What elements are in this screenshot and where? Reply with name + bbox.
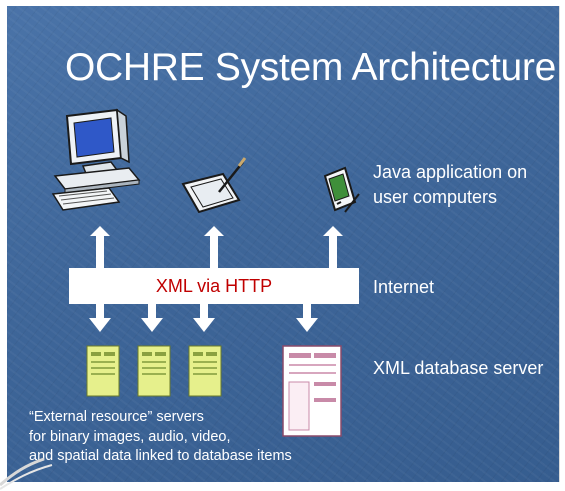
resource-server-icon xyxy=(188,345,222,397)
java-app-label-line1: Java application on xyxy=(373,162,528,182)
slide-title: OCHRE System Architecture xyxy=(65,46,556,89)
resource-server-icon xyxy=(86,345,120,397)
arrow-down xyxy=(89,318,111,332)
arrow-down xyxy=(193,318,215,332)
java-app-label: Java application on user computers xyxy=(373,160,553,210)
slide: OCHRE System Architecture xyxy=(7,6,560,482)
external-servers-label-line1: “External resource” servers xyxy=(29,409,204,425)
arrow-up xyxy=(204,226,224,252)
external-servers-label-line2: for binary images, audio, video, xyxy=(29,428,231,445)
internet-label: Internet xyxy=(373,277,435,297)
arrow-up xyxy=(90,226,110,252)
up-arrows xyxy=(90,226,343,268)
external-servers-label-line3: and spatial data linked to database item… xyxy=(29,448,292,464)
db-server-label: XML database server xyxy=(373,358,544,378)
down-arrows xyxy=(89,304,318,332)
corner-swoosh-decoration xyxy=(0,457,53,490)
resource-server-icon xyxy=(137,345,171,397)
architecture-diagram xyxy=(51,108,360,437)
arrow-down xyxy=(296,318,318,332)
database-server-icon xyxy=(282,345,342,437)
java-app-label-line2: user computers xyxy=(373,187,498,207)
tablet-icon xyxy=(181,157,247,214)
desktop-computer-icon xyxy=(51,108,141,211)
external-servers-label: “External resource” servers for binary i… xyxy=(29,408,349,467)
arrow-up xyxy=(323,226,343,252)
pda-icon xyxy=(323,166,360,213)
arrow-down xyxy=(141,318,163,332)
http-bar-label: XML via HTTP xyxy=(155,276,273,296)
http-bar: XML via HTTP xyxy=(69,268,359,304)
